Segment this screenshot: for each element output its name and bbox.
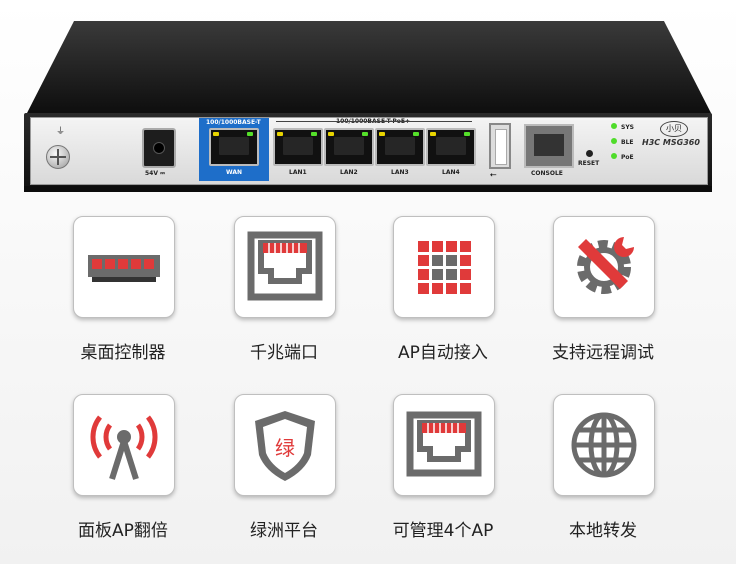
- wireless-antenna-icon: [90, 415, 158, 480]
- console-label: CONSOLE: [531, 170, 563, 177]
- shield-icon: 绿: [255, 411, 315, 481]
- usb-port: [489, 123, 511, 169]
- ble-led-label: BLE: [621, 139, 634, 146]
- ethernet-port-icon: [247, 231, 323, 301]
- feature-label: 桌面控制器: [80, 343, 166, 363]
- globe-icon: [571, 412, 637, 478]
- grid-access-icon: [418, 241, 471, 294]
- feature-label: 绿洲平台: [250, 521, 318, 541]
- ground-symbol-icon: ⏚: [56, 127, 66, 137]
- wan-speed-label: 100/1000BASE-T: [206, 119, 261, 126]
- lan-port-2: [324, 128, 374, 166]
- device-top-cover: [26, 21, 712, 115]
- feature-icon-box: [234, 216, 336, 318]
- sys-led-label: SYS: [621, 124, 634, 131]
- feature-label: 面板AP翻倍: [78, 521, 168, 541]
- power-jack: [142, 128, 176, 168]
- usb-icon: ⭠: [490, 170, 497, 179]
- feature-icon-box: [393, 394, 495, 496]
- desktop-switch-icon: [88, 255, 160, 282]
- feature-icon-box: [393, 216, 495, 318]
- feature-label: 支持远程调试: [552, 343, 654, 363]
- brand-logo: 小贝: [660, 121, 688, 137]
- power-label: 54V ⎓: [145, 170, 165, 177]
- poe-led-label: PoE: [621, 154, 634, 161]
- model-label: H3C MSG360: [642, 138, 700, 147]
- lan-port-label: LAN4: [442, 169, 460, 176]
- wrench-gear-icon: [577, 237, 634, 294]
- lan-port-label: LAN1: [289, 169, 307, 176]
- device-base: [24, 186, 712, 192]
- sys-led: [611, 123, 617, 129]
- feature-icon-box: 绿: [234, 394, 336, 496]
- ble-led: [611, 138, 617, 144]
- wan-port: [209, 128, 259, 166]
- network-port-icon: [406, 411, 482, 477]
- wan-port-label: WAN: [226, 169, 243, 176]
- reset-button: [586, 150, 593, 157]
- feature-label: AP自动接入: [398, 343, 488, 363]
- console-port: [524, 124, 574, 168]
- ground-screw-icon: [46, 145, 70, 169]
- shield-text: 绿: [275, 436, 295, 460]
- lan-port-label: LAN3: [391, 169, 409, 176]
- lan-port-4: [426, 128, 476, 166]
- feature-label: 可管理4个AP: [392, 521, 494, 541]
- poe-led: [611, 153, 617, 159]
- reset-label: RESET: [578, 160, 600, 167]
- lan-port-3: [375, 128, 425, 166]
- feature-label: 千兆端口: [250, 343, 318, 363]
- lan-port-1: [273, 128, 323, 166]
- feature-icon-box: [73, 394, 175, 496]
- feature-icon-box: [553, 216, 655, 318]
- lan-bracket: [276, 121, 472, 122]
- feature-icon-box: [73, 216, 175, 318]
- feature-icon-box: [553, 394, 655, 496]
- lan-port-label: LAN2: [340, 169, 358, 176]
- router-device-image: ⏚ 54V ⎓ 100/1000BASE-T WAN 100/1000BASE-…: [0, 0, 736, 200]
- feature-label: 本地转发: [569, 521, 637, 541]
